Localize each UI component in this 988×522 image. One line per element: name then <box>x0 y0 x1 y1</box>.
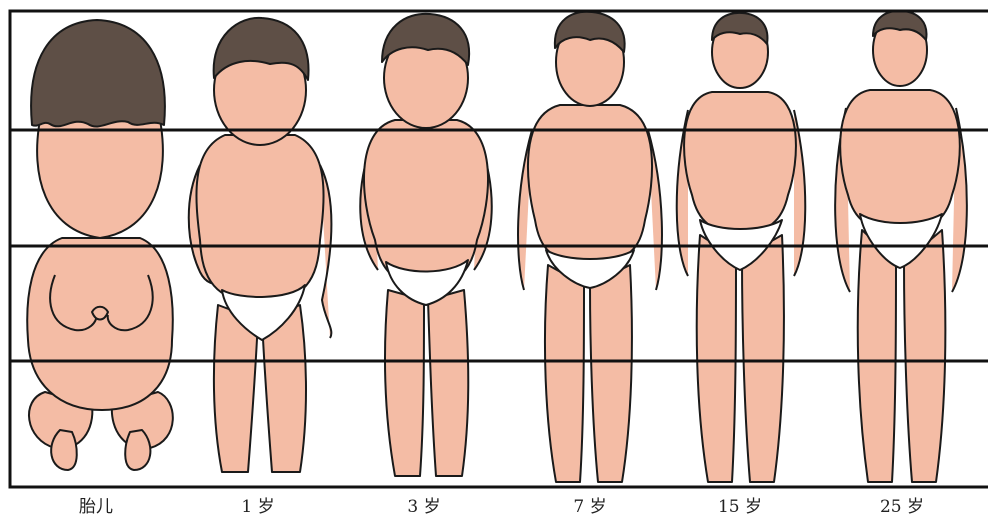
fetus-hands <box>92 307 108 320</box>
caption-age-15: 15 岁 <box>670 492 810 517</box>
fetus-left-foot <box>51 430 77 470</box>
caption-age-25: 25 岁 <box>832 492 972 517</box>
age-7-left-leg <box>545 265 584 482</box>
age-3-torso <box>364 120 488 288</box>
fetus-face <box>37 120 163 238</box>
age-15-torso <box>684 92 796 234</box>
age-1-torso <box>196 135 323 305</box>
caption-age-1: 1 岁 <box>188 492 328 517</box>
age-3-left-leg <box>385 290 424 476</box>
caption-age-7: 7 岁 <box>520 492 660 517</box>
age-25-torso <box>840 90 960 232</box>
caption-age-3: 3 岁 <box>354 492 494 517</box>
age-15-right-leg <box>742 235 784 482</box>
age-25-right-leg <box>904 230 945 482</box>
fetus-hair <box>31 20 165 127</box>
age-3-right-leg <box>428 290 468 476</box>
caption-fetus: 胎儿 <box>26 492 166 517</box>
age-7-right-leg <box>590 265 632 482</box>
fetus-right-foot <box>125 430 150 470</box>
age-25-left-leg <box>858 230 896 482</box>
age-15-left-leg <box>697 235 736 482</box>
fetus-torso <box>27 238 173 410</box>
